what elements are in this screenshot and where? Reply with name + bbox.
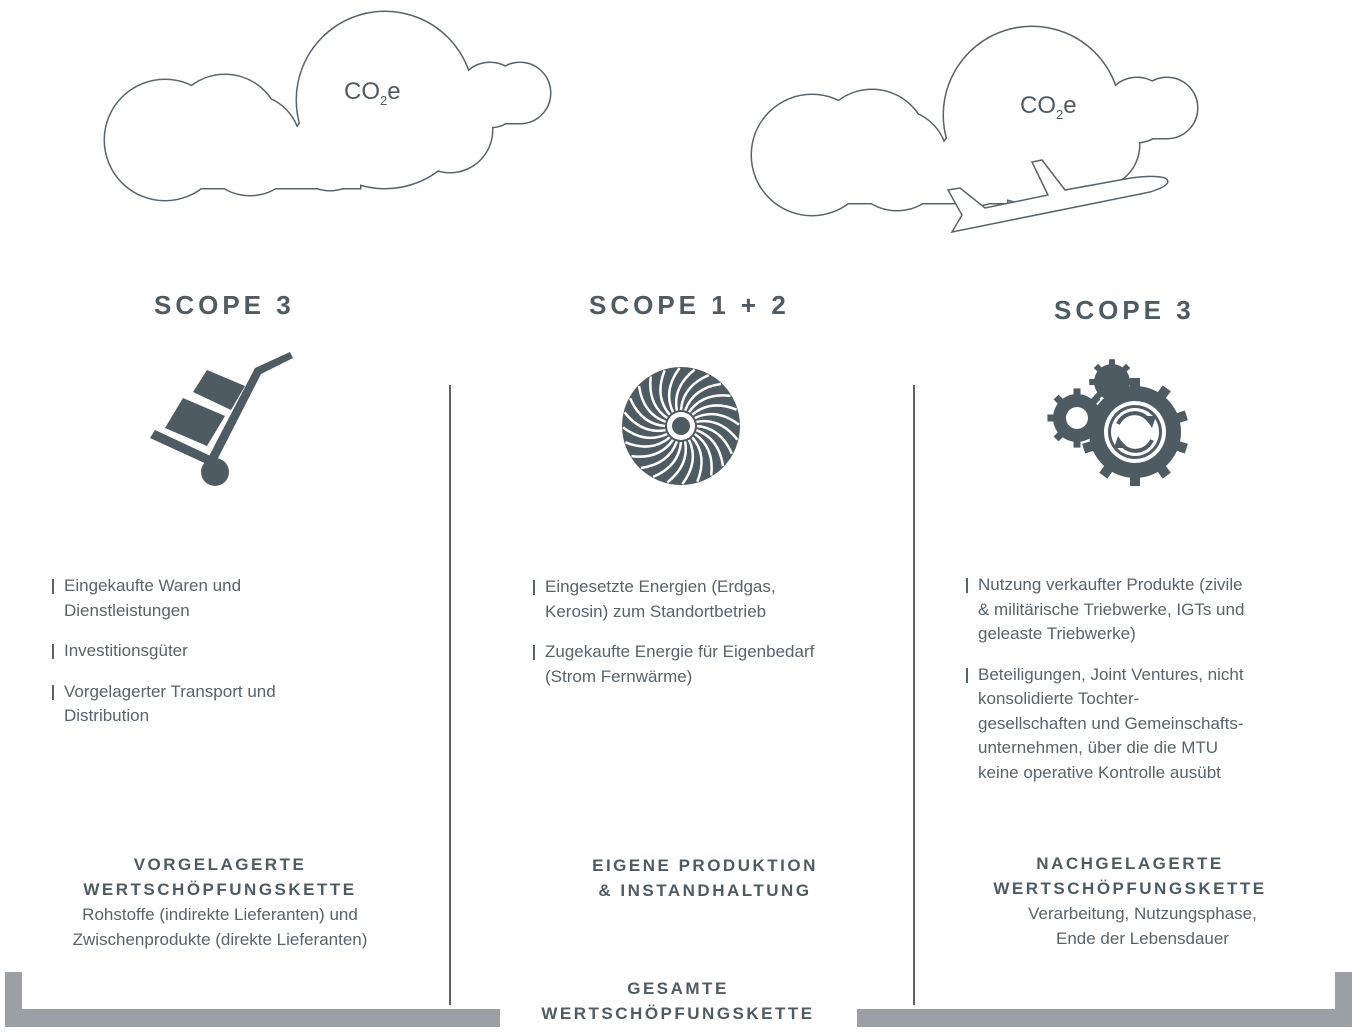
scope-heading-own: SCOPE 1 + 2 [589, 290, 790, 320]
caption-line: & INSTANDHALTUNG [598, 881, 812, 900]
turbine-fan-icon [622, 367, 740, 485]
caption-line: WERTSCHÖPFUNGSKETTE [993, 879, 1267, 898]
hand-truck-icon [150, 352, 293, 486]
list-item: Vorgelagerter Transport und Distribution [52, 680, 292, 729]
list-item: Beteiligungen, Joint Ventures, nicht kon… [966, 663, 1246, 786]
co2-subscript: 2 [380, 92, 388, 108]
own-caption: EIGENE PRODUKTION & INSTANDHALTUNG [505, 853, 905, 903]
list-item: Eingekaufte Waren und Dienstleistungen [52, 574, 292, 623]
co2e-label-right: CO2e [1020, 92, 1077, 122]
column-divider [913, 385, 915, 1005]
upstream-list: Eingekaufte Waren und Dienstleistungen I… [52, 574, 292, 745]
total-value-chain-caption: GESAMTE WERTSCHÖPFUNGSKETTE [478, 976, 878, 1026]
bracket-right-base [857, 1009, 1352, 1027]
upstream-caption: VORGELAGERTE WERTSCHÖPFUNGSKETTE Rohstof… [20, 852, 420, 952]
scope-heading-downstream: SCOPE 3 [1054, 295, 1195, 325]
column-divider [449, 385, 451, 1005]
list-item: Zugekaufte Energie für Eigenbedarf (Stro… [533, 640, 833, 689]
list-item: Eingesetzte Energien (Erdgas, Kerosin) z… [533, 575, 833, 624]
clouds-illustration [103, 10, 1199, 234]
downstream-list: Nutzung verkaufter Produkte (zivile & mi… [966, 573, 1246, 801]
description-line: Rohstoffe (indirekte Lieferanten) und [82, 905, 358, 924]
airplane-icon [946, 159, 1169, 234]
own-operations-list: Eingesetzte Energien (Erdgas, Kerosin) z… [533, 575, 833, 705]
co2-suffix: e [387, 78, 401, 105]
list-item: Nutzung verkaufter Produkte (zivile & mi… [966, 573, 1246, 647]
description-line: Zwischenprodukte (direkte Lieferanten) [72, 930, 368, 949]
scope-heading-upstream: SCOPE 3 [154, 290, 295, 320]
cloud-left-icon [103, 10, 552, 202]
co2-text: CO [1020, 92, 1056, 119]
caption-line: WERTSCHÖPFUNGSKETTE [83, 880, 357, 899]
caption-line: WERTSCHÖPFUNGSKETTE [541, 1004, 815, 1023]
co2e-label-left: CO2e [344, 78, 401, 108]
list-item: Investitionsgüter [52, 639, 292, 664]
caption-line: VORGELAGERTE [133, 855, 307, 874]
co2-suffix: e [1063, 92, 1077, 119]
caption-line: EIGENE PRODUKTION [592, 856, 818, 875]
co2-subscript: 2 [1056, 106, 1064, 122]
caption-line: GESAMTE [627, 979, 729, 998]
bracket-left-base [5, 1009, 500, 1027]
description-line: Ende der Lebensdauer [1056, 929, 1229, 948]
downstream-caption: NACHGELAGERTE WERTSCHÖPFUNGSKETTE Verarb… [940, 851, 1320, 951]
caption-line: NACHGELAGERTE [1036, 854, 1224, 873]
description-line: Verarbeitung, Nutzungsphase, [1028, 904, 1257, 923]
co2-text: CO [344, 78, 380, 105]
gears-icon [1047, 359, 1188, 486]
